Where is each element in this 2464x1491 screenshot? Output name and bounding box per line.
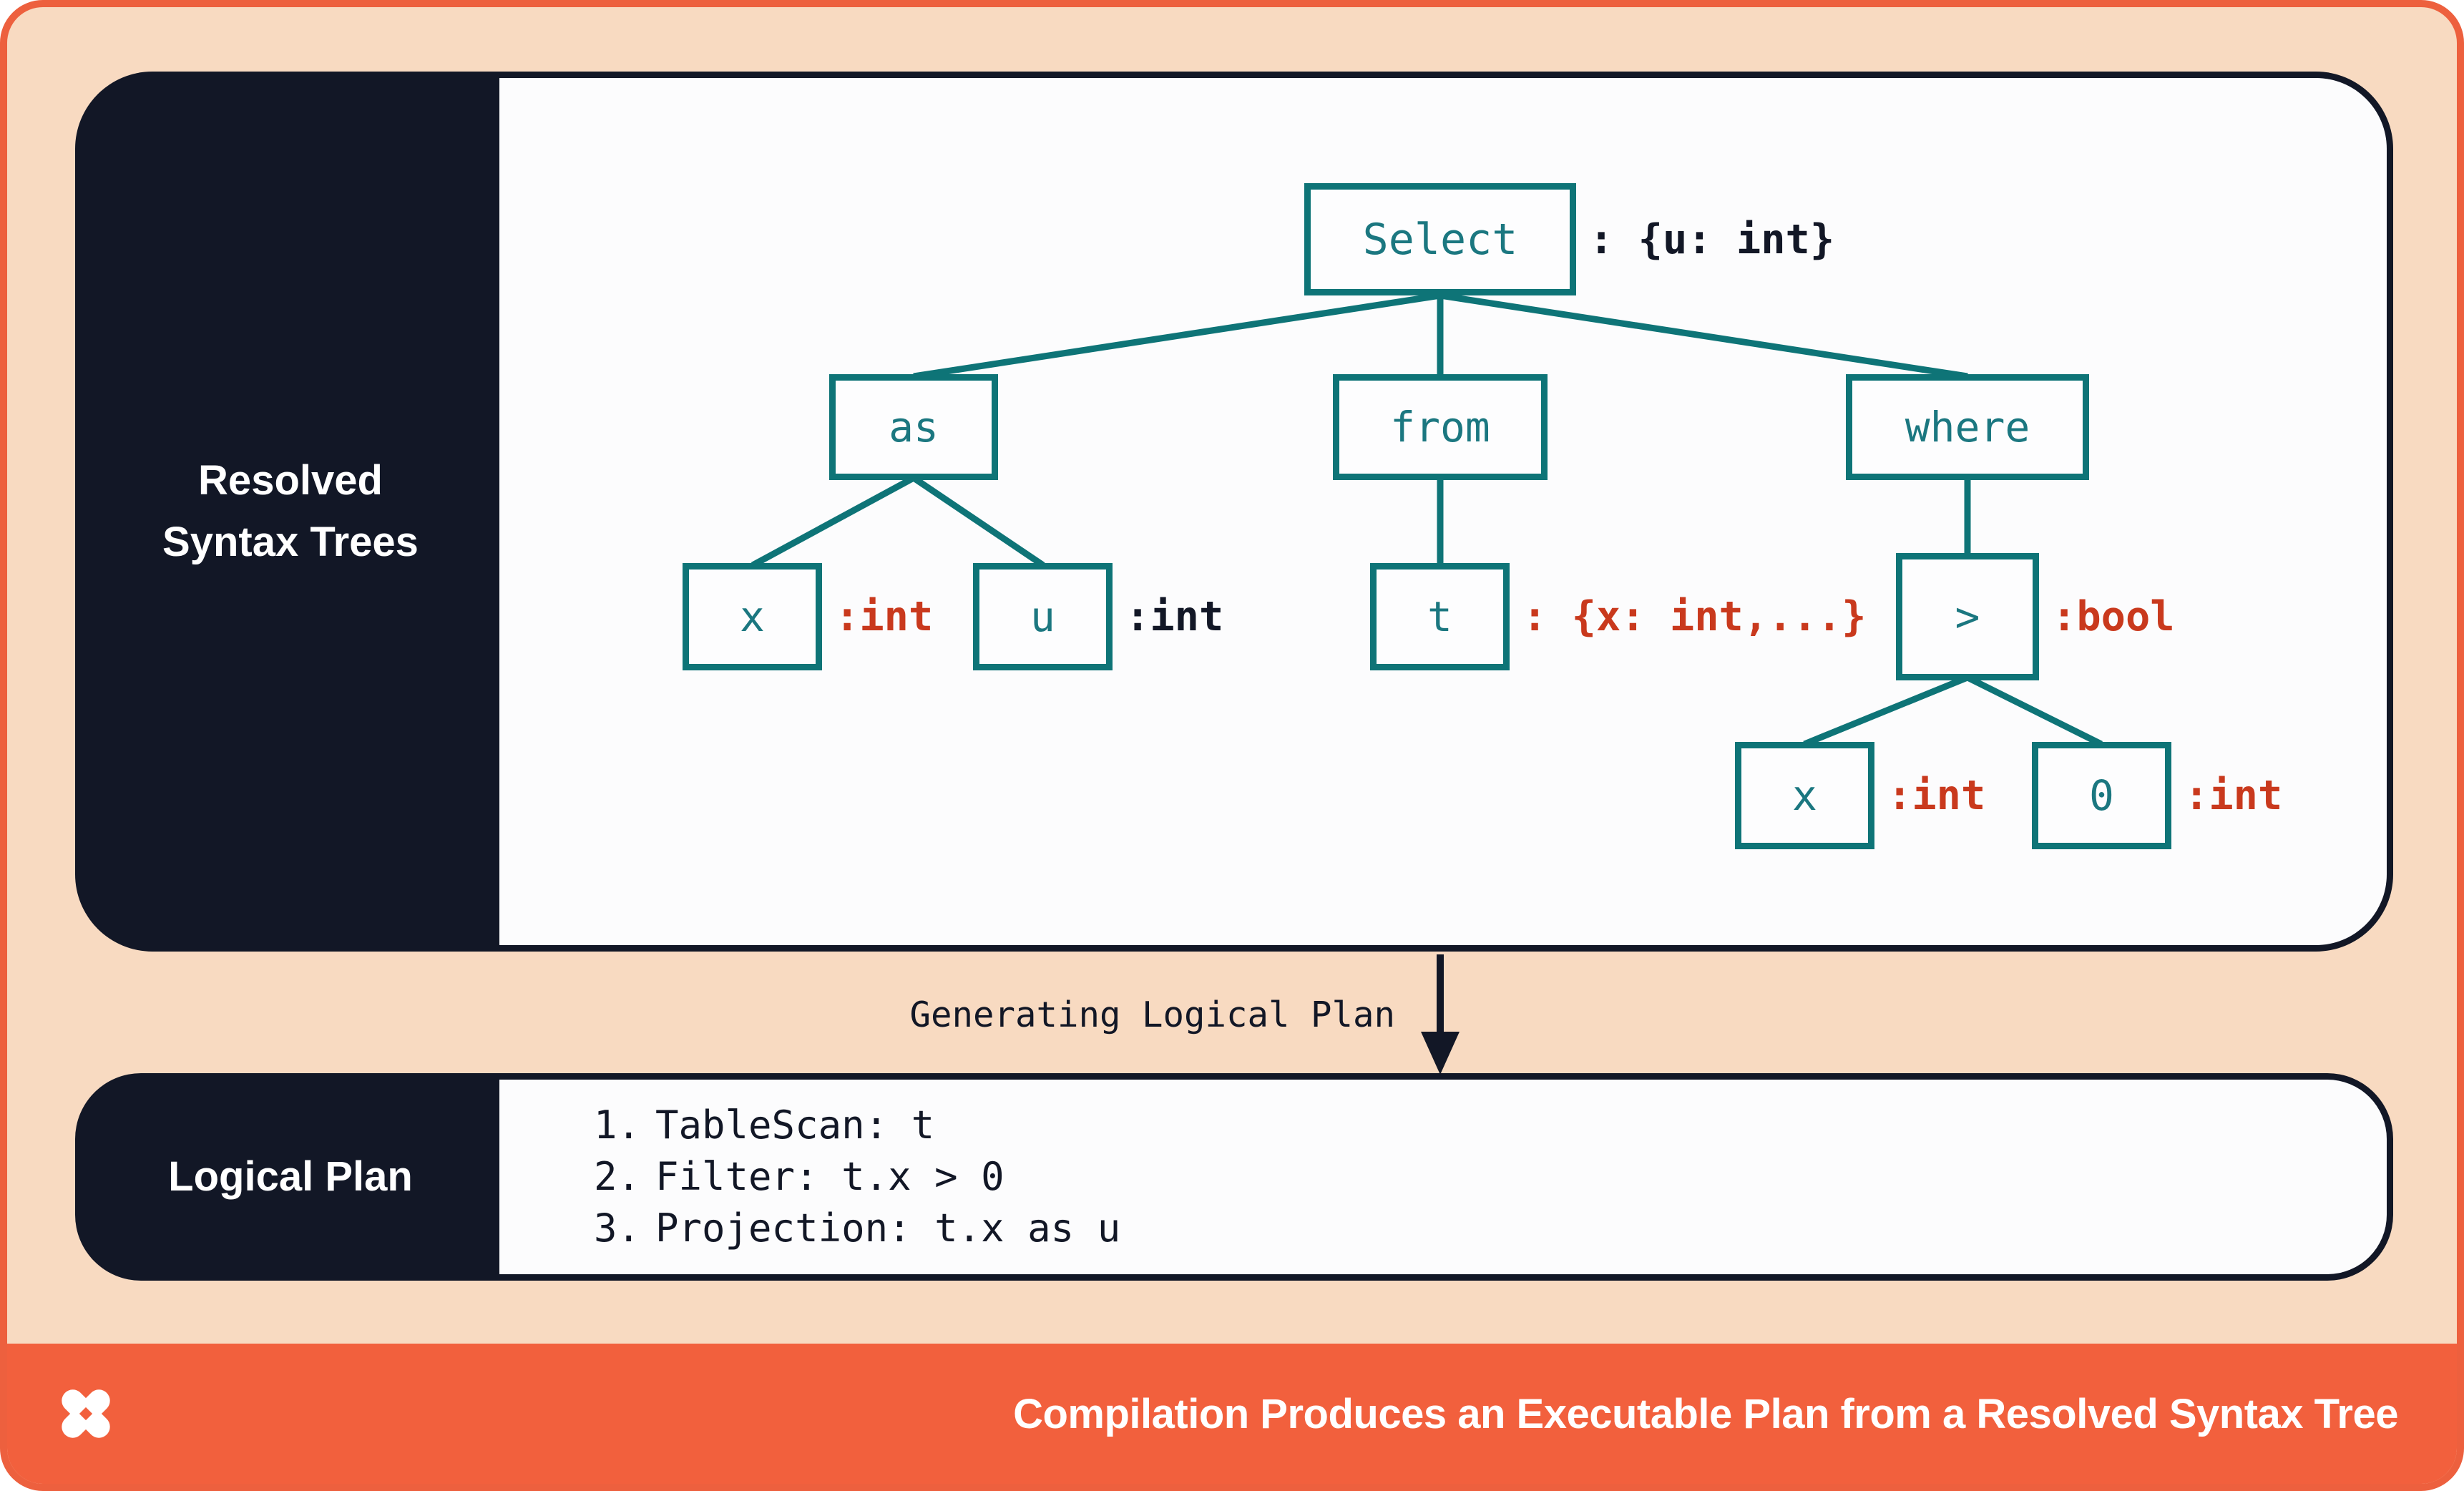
logical-panel-title: Logical Plan	[168, 1153, 413, 1200]
plan-step: 1. TableScan: t	[594, 1100, 1120, 1151]
gt-type-annotation: :bool	[2052, 593, 2175, 640]
x-operand-node-label: x	[1792, 771, 1817, 820]
plan-step-number: 3.	[594, 1206, 641, 1251]
pinwheel-x-logo-icon	[62, 1389, 110, 1438]
gt-node-label: >	[1955, 592, 1980, 641]
zero-operand-type-annotation: :int	[2184, 772, 2283, 819]
logical-plan-list: 1. TableScan: t 2. Filter: t.x > 0 3. Pr…	[499, 1100, 1120, 1254]
logical-plan-content: 1. TableScan: t 2. Filter: t.x > 0 3. Pr…	[499, 1080, 2387, 1274]
x-alias-node-box: x	[683, 563, 822, 670]
flow-arrow-label: Generating Logical Plan	[909, 994, 1395, 1035]
footer-bar: Compilation Produces an Executable Plan …	[7, 1344, 2457, 1484]
where-node-label: where	[1905, 403, 2030, 451]
gt-node-box: >	[1896, 553, 2039, 680]
tree-node-gt: > :bool	[1896, 553, 2175, 680]
tree-node-u-alias: u :int	[973, 563, 1223, 670]
tree-node-as: as	[829, 374, 998, 480]
from-node-box: from	[1333, 374, 1548, 480]
t-node-label: t	[1427, 592, 1452, 641]
plan-step-text: TableScan: t	[655, 1103, 935, 1148]
tree-node-zero-operand: 0 :int	[2032, 742, 2282, 849]
plan-step-text: Projection: t.x as u	[655, 1206, 1121, 1251]
logical-plan-panel: Logical Plan 1. TableScan: t 2. Filter: …	[75, 1073, 2393, 1281]
select-type-annotation: : {u: int}	[1589, 215, 1835, 263]
resolved-panel-sidebar: Resolved Syntax Trees	[82, 78, 499, 945]
resolved-panel-title: Resolved Syntax Trees	[162, 457, 419, 565]
u-alias-node-box: u	[973, 563, 1113, 670]
plan-step: 3. Projection: t.x as u	[594, 1203, 1120, 1254]
plan-step-number: 1.	[594, 1103, 641, 1148]
plan-step-number: 2.	[594, 1154, 641, 1199]
as-node-label: as	[889, 403, 939, 451]
u-alias-node-label: u	[1030, 592, 1055, 641]
tree-node-where: where	[1846, 374, 2089, 480]
where-node-box: where	[1846, 374, 2089, 480]
tree-node-x-alias: x :int	[683, 563, 933, 670]
tree-node-select: Select : {u: int}	[1304, 183, 1834, 295]
zero-operand-node-box: 0	[2032, 742, 2171, 849]
t-node-box: t	[1370, 563, 1510, 670]
tree-node-from: from	[1333, 374, 1548, 480]
t-type-annotation: : {x: int,...}	[1522, 593, 1867, 640]
u-alias-type-annotation: :int	[1125, 593, 1224, 640]
plan-step-text: Filter: t.x > 0	[655, 1154, 1004, 1199]
x-alias-node-label: x	[740, 592, 765, 641]
x-alias-type-annotation: :int	[835, 593, 934, 640]
tree-node-x-operand: x :int	[1735, 742, 1985, 849]
footer-title: Compilation Produces an Executable Plan …	[1013, 1390, 2398, 1437]
from-node-label: from	[1390, 403, 1490, 451]
x-operand-type-annotation: :int	[1887, 772, 1986, 819]
logical-panel-sidebar: Logical Plan	[82, 1080, 499, 1274]
select-node-box: Select	[1304, 183, 1576, 295]
plan-step: 2. Filter: t.x > 0	[594, 1151, 1120, 1203]
zero-operand-node-label: 0	[2089, 771, 2114, 820]
tree-node-t: t : {x: int,...}	[1370, 563, 1866, 670]
select-node-label: Select	[1362, 214, 1518, 265]
as-node-box: as	[829, 374, 998, 480]
x-operand-node-box: x	[1735, 742, 1874, 849]
